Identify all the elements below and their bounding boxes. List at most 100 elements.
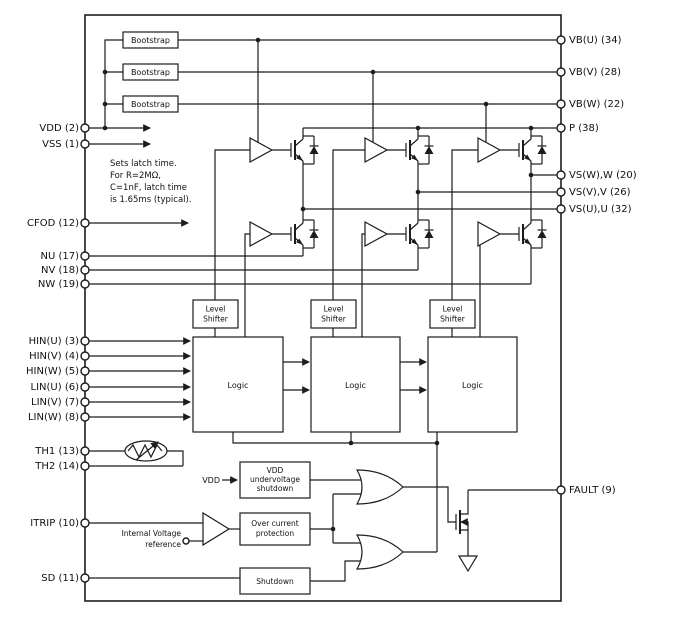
pin-nw: NW (19) <box>38 279 90 290</box>
pin-lin-w: LIN(W) (8) <box>28 412 90 423</box>
note-line2: For R=2MΩ, <box>110 171 161 181</box>
thermistor-arrow <box>135 441 159 461</box>
svg-text:NU (17): NU (17) <box>40 251 79 262</box>
svg-text:HIN(V) (4): HIN(V) (4) <box>29 351 79 362</box>
level-shifter-3-line2: Shifter <box>440 315 466 324</box>
reference-node <box>182 537 190 545</box>
svg-text:SD (11): SD (11) <box>41 573 79 584</box>
level-shifter-2-line2: Shifter <box>321 315 347 324</box>
svg-text:VB(U) (34): VB(U) (34) <box>569 35 622 46</box>
pin-itrip: ITRIP (10) <box>30 518 90 529</box>
undervoltage-line3: shutdown <box>257 484 294 493</box>
note-line1: Sets latch time. <box>110 159 177 169</box>
level-shifter-3 <box>429 299 476 329</box>
svg-text:P (38): P (38) <box>569 123 599 134</box>
svg-text:LIN(W) (8): LIN(W) (8) <box>28 412 79 423</box>
svg-text:LIN(U) (6): LIN(U) (6) <box>31 382 80 393</box>
or-gates <box>355 469 404 570</box>
driver-igbt-high-w <box>477 127 548 173</box>
driver-igbt-low-u <box>249 211 320 257</box>
svg-text:NV (18): NV (18) <box>41 265 79 276</box>
bootstrap-blocks: Bootstrap Bootstrap Bootstrap <box>122 31 179 113</box>
pin-vs-v: VS(V),V (26) <box>556 187 631 198</box>
overcurrent-line1: Over current <box>251 519 299 528</box>
thermistor <box>124 440 168 462</box>
ground-symbol <box>457 555 479 573</box>
pin-vb-v: VB(V) (28) <box>556 67 621 78</box>
bootstrap-block-1 <box>122 31 179 49</box>
svg-text:HIN(W) (5): HIN(W) (5) <box>26 366 79 377</box>
level-shifter-3-line1: Level <box>443 305 463 314</box>
pin-fault: FAULT (9) <box>556 485 616 496</box>
level-shifter-2 <box>310 299 357 329</box>
overcurrent-comparator: Internal Voltage reference <box>122 511 231 549</box>
svg-text:VS(V),V (26): VS(V),V (26) <box>569 187 631 198</box>
svg-text:VS(W),W (20): VS(W),W (20) <box>569 170 637 181</box>
pins-right: VB(U) (34) VB(V) (28) VB(W) (22) P (38) … <box>556 35 637 496</box>
undervoltage-block <box>239 461 311 499</box>
bootstrap-block-3 <box>122 95 179 113</box>
svg-text:ITRIP (10): ITRIP (10) <box>30 518 79 529</box>
svg-text:HIN(U) (3): HIN(U) (3) <box>29 336 80 347</box>
svg-text:VDD (2): VDD (2) <box>39 123 79 134</box>
svg-text:VB(V) (28): VB(V) (28) <box>569 67 621 78</box>
internal-reference-line1: Internal Voltage <box>122 529 182 538</box>
or-gate-1 <box>355 469 404 505</box>
level-shifter-1-line2: Shifter <box>203 315 229 324</box>
logic-label-2: Logic <box>345 381 366 390</box>
undervoltage-line2: undervoltage <box>250 475 300 484</box>
driver-igbt-low-v <box>364 211 435 257</box>
shutdown-label: Shutdown <box>256 577 294 586</box>
comparator <box>202 511 231 547</box>
pin-lin-v: LIN(V) (7) <box>31 397 90 408</box>
wires <box>85 39 561 582</box>
pin-nu: NU (17) <box>40 251 90 262</box>
pin-hin-v: HIN(V) (4) <box>29 351 90 362</box>
pin-p: P (38) <box>556 123 599 134</box>
level-shifter-1 <box>192 299 239 329</box>
bootstrap-label-2: Bootstrap <box>131 68 170 77</box>
vdd-feed-label: VDD <box>202 476 220 485</box>
logic-label-3: Logic <box>462 381 483 390</box>
undervoltage-line1: VDD <box>267 466 284 475</box>
driver-igbt-low-w <box>477 211 548 257</box>
protection-blocks: VDD undervoltage shutdown Over current p… <box>239 461 311 595</box>
svg-text:VB(W) (22): VB(W) (22) <box>569 99 624 110</box>
pin-th2: TH2 (14) <box>34 461 90 472</box>
svg-text:VSS (1): VSS (1) <box>42 139 79 150</box>
level-shifter-2-line1: Level <box>324 305 344 314</box>
pins-left: VDD (2) VSS (1) CFOD (12) NU (17) NV (18… <box>26 123 90 584</box>
bootstrap-block-2 <box>122 63 179 81</box>
svg-text:TH2 (14): TH2 (14) <box>34 461 79 472</box>
internal-reference-line2: reference <box>145 540 181 549</box>
pin-vss: VSS (1) <box>42 139 90 150</box>
or-gate-2 <box>355 534 404 570</box>
bootstrap-label-1: Bootstrap <box>131 36 170 45</box>
pin-cfod: CFOD (12) <box>27 218 90 229</box>
svg-text:LIN(V) (7): LIN(V) (7) <box>31 397 79 408</box>
bootstrap-label-3: Bootstrap <box>131 100 170 109</box>
logic-block-1 <box>192 336 284 433</box>
pin-hin-u: HIN(U) (3) <box>29 336 90 347</box>
logic-blocks: Logic Logic Logic <box>192 336 518 433</box>
overcurrent-block <box>239 512 311 546</box>
pin-hin-w: HIN(W) (5) <box>26 366 90 377</box>
overcurrent-line2: protection <box>256 529 295 538</box>
level-shifter-1-line1: Level <box>206 305 226 314</box>
pin-th1: TH1 (13) <box>34 446 90 457</box>
svg-text:FAULT (9): FAULT (9) <box>569 485 616 496</box>
latch-time-note: Sets latch time. For R=2MΩ, C=1nF, latch… <box>110 159 192 205</box>
junction-dots <box>102 37 534 532</box>
pin-vb-w: VB(W) (22) <box>556 99 624 110</box>
pin-vs-u: VS(U),U (32) <box>556 204 632 215</box>
svg-text:TH1 (13): TH1 (13) <box>34 446 79 457</box>
ic-boundary <box>84 14 562 602</box>
logic-label-1: Logic <box>228 381 249 390</box>
note-line3: C=1nF, latch time <box>110 183 187 193</box>
svg-text:NW (19): NW (19) <box>38 279 79 290</box>
logic-block-3 <box>427 336 518 433</box>
pin-vs-w: VS(W),W (20) <box>556 170 637 181</box>
driver-igbt-high-v <box>364 127 435 173</box>
